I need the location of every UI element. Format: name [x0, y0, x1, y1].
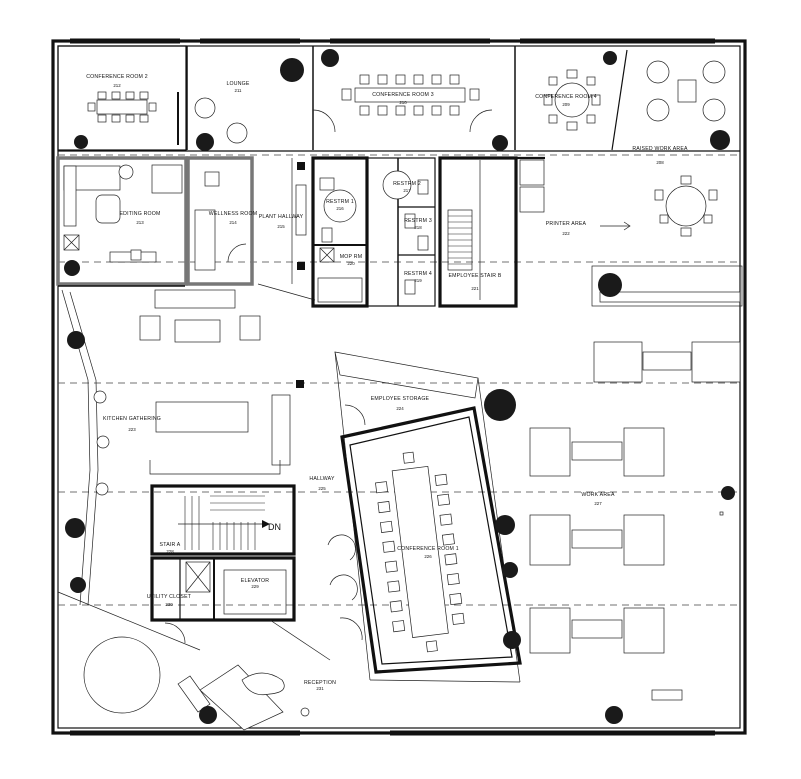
lounge-chairs — [194, 97, 248, 144]
room-number-work-area: 227 — [594, 501, 602, 506]
room-number-conference-room-2: 212 — [113, 83, 121, 88]
room-number-restroom-1: 216 — [336, 206, 344, 211]
room-label-conference-room-3: CONFERENCE ROOM 3 — [372, 92, 434, 98]
room-label-editing-room: EDITING ROOM — [119, 211, 160, 217]
exterior-walls — [51, 38, 747, 736]
conference-room-2-table — [87, 91, 157, 123]
work-area-desks — [529, 341, 741, 701]
room-label-restroom-4: RESTRM 4 — [404, 271, 432, 277]
room-label-restroom-1: RESTRM 1 — [326, 199, 354, 205]
room-label-conference-room-2: CONFERENCE ROOM 2 — [86, 74, 148, 80]
room-number-restroom-4: 219 — [414, 278, 422, 283]
reception-furniture — [57, 591, 331, 731]
room-label-lounge: LOUNGE — [226, 81, 249, 87]
room-number-printer-area: 222 — [562, 231, 570, 236]
room-label-conference-room-4: CONFERENCE ROOM 4 — [535, 94, 597, 100]
room-number-utility-closet: 230 — [165, 602, 173, 607]
room-label-employee-storage: EMPLOYEE STORAGE — [371, 396, 430, 402]
room-label-reception: RECEPTION — [304, 680, 336, 686]
room-label-employee-stair-b: EMPLOYEE STAIR B — [449, 273, 502, 279]
kitchen-gathering-elements — [61, 289, 304, 606]
room-label-restroom-3: RESTRM 3 — [404, 218, 432, 224]
room-labels: CONFERENCE ROOM 2 212 LOUNGE 211 CONFERE… — [86, 74, 688, 691]
room-label-work-area: WORK AREA — [581, 492, 615, 498]
room-number-mop-room: 220 — [347, 261, 355, 266]
restroom-fixtures — [317, 170, 429, 303]
room-number-plant-hallway: 215 — [277, 224, 285, 229]
room-label-utility-closet: UTILITY CLOSET — [147, 594, 192, 600]
room-number-raised-work-area: 208 — [656, 160, 664, 165]
room-number-conference-room-4: 209 — [562, 102, 570, 107]
conference-room-1-table — [375, 451, 465, 653]
room-label-elevator: ELEVATOR — [241, 578, 269, 584]
room-number-employee-stair-b: 221 — [471, 286, 479, 291]
room-number-conference-room-3: 210 — [399, 100, 407, 105]
room-number-kitchen-gathering: 223 — [128, 427, 136, 432]
room-number-reception: 231 — [316, 686, 324, 691]
employee-stair-b-treads — [447, 160, 481, 300]
editing-room-furniture — [63, 164, 183, 263]
room-label-wellness-room: WELLNESS ROOM — [209, 211, 257, 217]
room-number-hallway: 225 — [318, 486, 326, 491]
room-label-kitchen-gathering: KITCHEN GATHERING — [103, 416, 161, 422]
room-label-conference-room-1: CONFERENCE ROOM 1 — [397, 546, 459, 552]
room-label-hallway: HALLWAY — [309, 476, 335, 482]
plant-hallway-elements — [295, 162, 307, 270]
room-number-restroom-3: 218 — [414, 225, 422, 230]
core-walls — [150, 484, 296, 644]
room-label-restroom-2: RESTRM 2 — [393, 181, 421, 187]
room-number-wellness-room: 214 — [229, 220, 237, 225]
stair-direction-label: DN — [268, 522, 281, 532]
room-label-plant-hallway: PLANT HALLWAY — [259, 214, 304, 220]
room-label-raised-work-area: RAISED WORK AREA — [632, 146, 688, 152]
hallway-lounge-chairs — [327, 534, 363, 641]
room-label-printer-area: PRINTER AREA — [546, 221, 587, 227]
room-number-lounge: 211 — [235, 88, 243, 93]
raised-work-area-furniture — [646, 60, 726, 237]
room-number-employee-storage: 224 — [396, 406, 404, 411]
conference-room-3-table — [341, 74, 480, 116]
room-number-restroom-2: 217 — [403, 188, 411, 193]
top-room-walls — [57, 45, 740, 152]
room-label-mop-room: MOP RM — [340, 254, 362, 260]
room-number-conference-room-1: 226 — [424, 554, 432, 559]
second-row-walls — [56, 156, 545, 308]
plants — [64, 49, 735, 724]
lounge-sofa-area — [139, 289, 261, 343]
wellness-room-furniture — [194, 171, 247, 271]
room-number-elevator: 229 — [251, 584, 259, 589]
room-number-editing-room: 213 — [136, 220, 144, 225]
printer-area-elements — [591, 221, 743, 307]
room-number-stair-a: 228 — [166, 549, 174, 554]
conference-room-4-table — [543, 69, 601, 131]
room-label-stair-a: STAIR A — [160, 542, 181, 548]
